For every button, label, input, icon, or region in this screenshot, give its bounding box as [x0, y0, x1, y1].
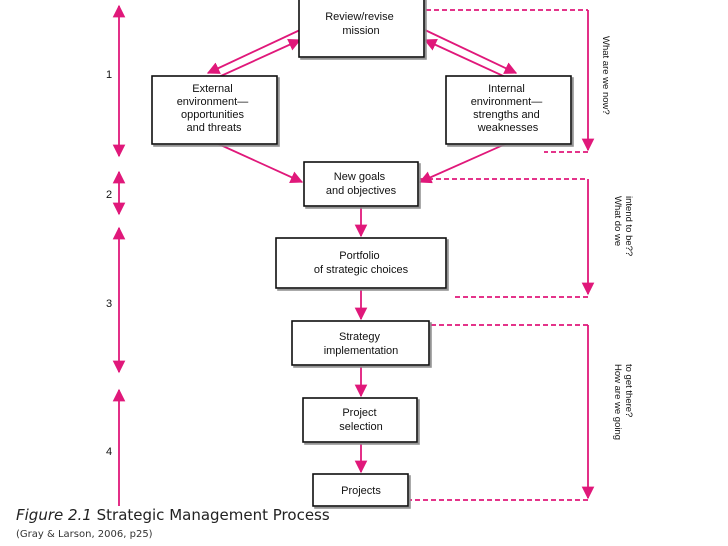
svg-text:Internal environment—: Internal environment— strengths and weak… — [471, 83, 546, 134]
svg-text:Review/revise mission: Review/revise mission — [325, 11, 397, 37]
svg-text:Strategy implementation: Strategy implementation — [324, 331, 399, 357]
phase-number-2: 2 — [106, 189, 112, 201]
svg-text:Projects: Projects — [341, 485, 381, 497]
figure-caption: Figure 2.1 Strategic Management Process — [16, 506, 330, 524]
node-internal-environment: Internal environment— strengths and weak… — [445, 75, 572, 145]
node-strategy-implementation: Strategy implementation — [291, 320, 430, 366]
phase-numbers: 1 2 3 4 — [106, 69, 112, 458]
svg-text:Portfolio of strategic c: Portfolio of strategic choices — [314, 250, 409, 276]
node-portfolio: Portfolio of strategic choices — [275, 237, 447, 289]
figure-title: Strategic Management Process — [96, 506, 330, 524]
figure-source: (Gray & Larson, 2006, p25) — [16, 529, 153, 540]
feedback-loops — [410, 9, 595, 501]
question-labels: What are we now? What do we intend to be… — [600, 36, 634, 443]
node-projects: Projects — [312, 473, 409, 507]
svg-text:New goals and objectives: New goals and objectives — [326, 171, 397, 197]
arrow-internal-to-goals — [418, 141, 511, 184]
arrow-external-to-goals — [213, 141, 304, 184]
svg-text:Project selection: Project selection — [339, 407, 382, 433]
question-what-do-we-intend: What do we intend to be?? — [612, 196, 634, 256]
node-review-mission: Review/revise mission — [298, 0, 425, 58]
phase-number-3: 3 — [106, 298, 112, 310]
question-how-to-get-there: How are we going to get there? — [612, 364, 634, 443]
node-external-environment: External environment— opportunities and … — [151, 75, 278, 145]
node-new-goals: New goals and objectives — [303, 161, 419, 207]
flow-arrows — [206, 29, 518, 474]
phase-number-1: 1 — [106, 69, 112, 81]
svg-text:External environment—: External environment— opportunities and … — [177, 83, 252, 134]
phase-number-4: 4 — [106, 446, 112, 458]
arrow-mission-to-internal — [424, 29, 518, 74]
arrow-mission-to-external — [206, 29, 301, 74]
node-project-selection: Project selection — [302, 397, 418, 443]
question-what-are-we-now: What are we now? — [600, 36, 611, 115]
arrow-internal-to-mission — [423, 39, 513, 81]
figure-label: Figure 2.1 — [16, 506, 92, 524]
arrow-external-to-mission — [211, 38, 302, 81]
